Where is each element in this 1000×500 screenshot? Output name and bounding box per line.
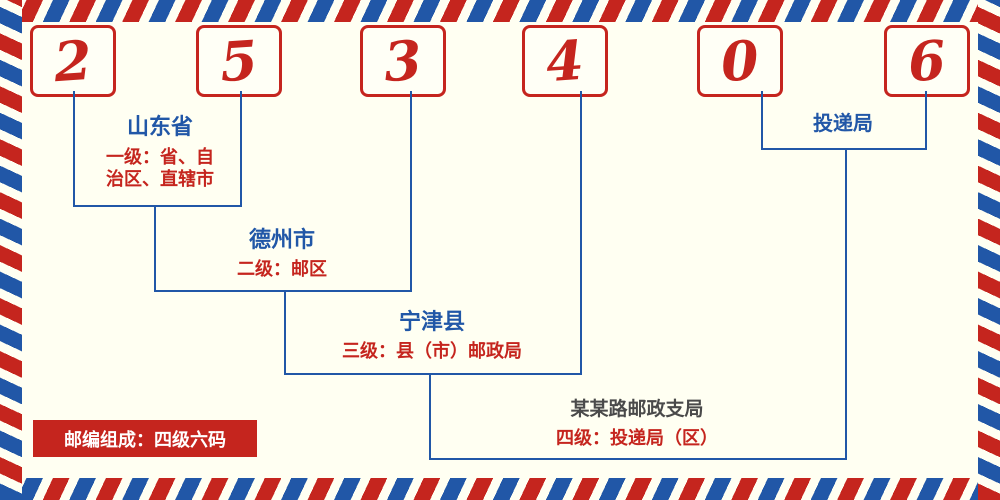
airmail-border-top (0, 0, 1000, 22)
digit-box-4: 4 (522, 25, 608, 97)
connector-line (73, 91, 75, 205)
connector-line (284, 290, 286, 375)
level1-name: 山东省 (126, 115, 193, 140)
airmail-border-left (0, 0, 22, 500)
connector-line (73, 205, 242, 207)
level3-desc: 三级：县（市）邮政局 (342, 341, 522, 362)
connector-line (154, 290, 412, 292)
digit-box-1: 2 (30, 25, 116, 97)
digit-6: 6 (906, 27, 948, 95)
delivery-office-label: 投递局 (813, 111, 873, 135)
level3-name: 宁津县 (398, 310, 465, 335)
connector-line (284, 373, 582, 375)
connector-line (580, 91, 582, 375)
connector-line (761, 148, 927, 150)
level1-desc-line2: 治区、直辖市 (106, 169, 214, 190)
composition-badge: 邮编组成：四级六码 (33, 420, 257, 457)
connector-line (154, 205, 156, 290)
level2-name: 德州市 (248, 228, 315, 253)
airmail-border-bottom (0, 478, 1000, 500)
connector-line (429, 373, 431, 460)
digit-box-2: 5 (196, 25, 282, 97)
digit-4: 4 (544, 27, 586, 95)
level2-desc: 二级：邮区 (237, 259, 327, 280)
digit-3: 3 (382, 27, 424, 95)
connector-line (845, 148, 847, 460)
connector-line (240, 91, 242, 205)
level4-name: 某某路邮政支局 (570, 398, 704, 420)
digit-box-5: 0 (697, 25, 783, 97)
connector-line (925, 91, 927, 150)
level1-desc-line1: 一级：省、自 (106, 147, 214, 168)
digit-box-3: 3 (360, 25, 446, 97)
connector-line (761, 91, 763, 150)
digit-2: 5 (218, 27, 260, 95)
level4-desc: 四级：投递局（区） (556, 428, 718, 449)
connector-line (410, 91, 412, 292)
digit-5: 0 (719, 27, 761, 95)
digit-1: 2 (52, 27, 94, 95)
digit-box-6: 6 (884, 25, 970, 97)
airmail-border-right (978, 0, 1000, 500)
connector-line (429, 458, 847, 460)
